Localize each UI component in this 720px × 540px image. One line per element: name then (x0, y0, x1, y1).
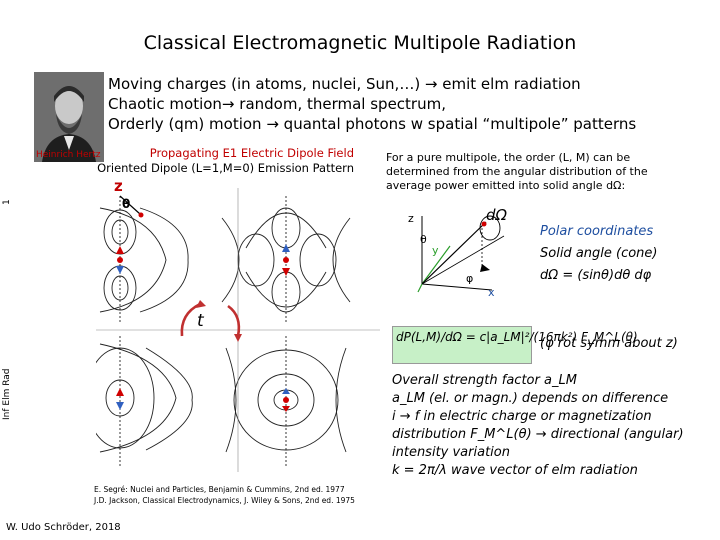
slide-title: Classical Electromagnetic Multipole Radi… (143, 32, 577, 54)
intro-line: Orderly (qm) motion → quantal photons w … (108, 115, 637, 133)
z-axis-label: z (114, 177, 123, 195)
side-page-number: 1 (2, 199, 12, 205)
portrait-caption: Heinrich Hertz (36, 150, 101, 160)
phi-symmetry-note: (φ rot symm about z) (540, 336, 678, 351)
polar-phi-label: φ (466, 272, 474, 285)
polar-y-label: y (432, 244, 439, 257)
reference-item: J.D. Jackson, Classical Electrodynamics,… (94, 496, 355, 505)
pure-multipole-text: For a pure multipole, the order (L, M) c… (386, 151, 648, 192)
time-label: t (197, 311, 204, 331)
side-course-label: Inf Elm Rad (2, 368, 12, 421)
polar-domega-label: dΩ (486, 206, 507, 224)
footer-author: W. Udo Schröder, 2018 (6, 522, 121, 533)
power-formula: dP(L,M)/dΩ = c|a_LM|²/(16πk²) F_M^L(θ) (396, 330, 638, 344)
theta-label: θ (122, 197, 131, 211)
power-formula-box (392, 326, 532, 364)
field-panel-3 (96, 336, 193, 468)
polar-formula: dΩ = (sinθ)dθ dφ (540, 268, 652, 283)
reference-item: E. Segré: Nuclei and Particles, Benjamin… (94, 485, 345, 494)
figure-title-line2: Oriented Dipole (L=1,M=0) Emission Patte… (97, 161, 354, 175)
hertz-portrait-image (34, 72, 104, 162)
polar-z-label: z (408, 212, 414, 225)
references: E. Segré: Nuclei and Particles, Benjamin… (94, 484, 355, 506)
description-line: i → f in electric charge or magnetizatio… (392, 409, 652, 424)
description-line: intensity variation (392, 445, 510, 460)
polar-x-label: x (488, 286, 495, 299)
polar-title: Polar coordinates (540, 224, 654, 239)
field-panel-2 (221, 196, 351, 324)
intro-line: Moving charges (in atoms, nuclei, Sun,…)… (108, 75, 581, 93)
polar-solid-angle: Solid angle (cone) (540, 246, 658, 261)
description-line: a_LM (el. or magn.) depends on differenc… (392, 391, 669, 406)
description-line: Overall strength factor a_LM (392, 373, 577, 388)
intro-text: Moving charges (in atoms, nuclei, Sun,…)… (108, 74, 636, 134)
polar-coordinates-diagram (417, 215, 505, 293)
dipole-markers (116, 244, 290, 412)
figure-title-line1: Propagating E1 Electric Dipole Field (149, 146, 354, 160)
theta-ray (119, 195, 141, 215)
figure-title: Propagating E1 Electric Dipole Field Ori… (84, 146, 354, 176)
theta-ray-point (138, 212, 144, 218)
intro-line: Chaotic motion→ random, thermal spectrum… (108, 95, 446, 113)
description-line: k = 2π/λ wave vector of elm radiation (392, 463, 638, 478)
polar-theta-label: θ (420, 233, 427, 246)
description-text: Overall strength factor a_LM a_LM (el. o… (392, 372, 712, 480)
dipole-field-panels (96, 188, 380, 472)
field-panel-1 (99, 196, 189, 324)
time-arrows (180, 300, 242, 342)
description-line: distribution F_M^L(θ) → directional (ang… (392, 427, 684, 442)
hertz-portrait (34, 72, 104, 162)
